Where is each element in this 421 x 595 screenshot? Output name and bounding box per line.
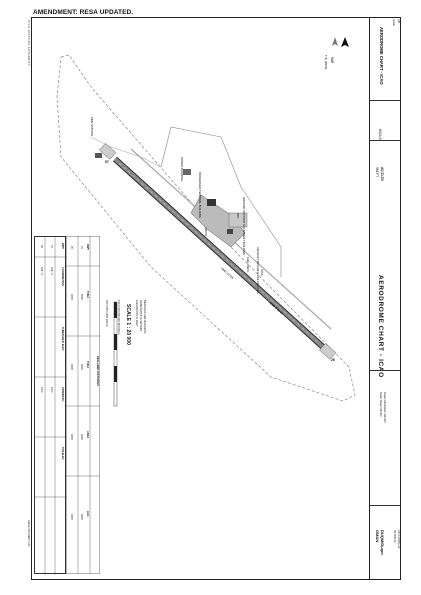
chart-title-center: AERODROME CHART - ICAO — [377, 275, 384, 378]
decl-row-25-asda: 4000 — [70, 434, 73, 440]
rwy-th-thr: THRESHOLD ELEV — [61, 327, 64, 351]
freq-1: Duqm Information 118.300 — [383, 392, 386, 423]
chart-frame — [31, 17, 401, 580]
chart-header: AIP Oman AERODROME CHART - ICAO WGS-84 A… — [369, 17, 401, 580]
aerodrome-name: OMAN — [375, 530, 380, 543]
decl-th-rwy: RWY — [86, 244, 89, 251]
decl-row-07-toda: 4000 — [80, 364, 83, 370]
decl-th-lda: LDA — [86, 511, 89, 517]
decl-th-toda: TODA — [86, 361, 89, 369]
rwy-row-25-coord: 194° N — [40, 267, 43, 275]
rwy-07-end — [99, 143, 117, 160]
scale-block: BEARINGS ARE MAGNETIC DIMENSIONS IN METR… — [100, 300, 170, 420]
header-divider-2 — [369, 140, 401, 141]
chart-title-left: AERODROME CHART - ICAO — [379, 27, 384, 85]
rwy-table: RWY COORDINATES THRESHOLD ELEV STRENGTH … — [34, 236, 67, 575]
decl-row-07-asda: 4000 — [80, 434, 83, 440]
apron-block — [228, 212, 248, 228]
scale-feet: 500 0 500 1000 1500 ft — [105, 300, 108, 327]
atc-label: ATC — [236, 213, 240, 218]
terminal-building — [207, 199, 216, 206]
footer-amdt: AIRAC AIP AMDT 1-22 — [27, 520, 30, 547]
scale-bar — [113, 301, 118, 407]
apron-label: APRON — [204, 227, 208, 236]
decl-th-tora: TORA — [86, 291, 89, 299]
fuel-label: FUEL FARM — [246, 257, 250, 271]
chart-date: 26 FEB 22 — [393, 530, 396, 543]
rwy-th-coord: COORDINATES — [61, 267, 64, 286]
declared-distances-table: DECLARED DISTANCES RWY TORA TODA ASDA LD… — [66, 236, 100, 574]
note-bearings: BEARINGS ARE MAGNETIC — [143, 300, 146, 334]
decl-row-07: 07 — [80, 246, 83, 249]
amendment-note: AMENDMENT: RESA UPDATED. — [33, 9, 134, 16]
aerodrome-map: VAR 1°E (2020) CARGO BUILDING PASSENGER … — [56, 37, 356, 402]
rwy-row-25-str: PCN — [40, 387, 43, 393]
fire-label: FIRE STATION — [90, 117, 94, 136]
aerodrome-code: DUQM/Duqm — [380, 530, 385, 555]
north-arrow-icon — [332, 37, 349, 47]
scale-title: SCALE 1 : 20 000 — [125, 304, 131, 345]
rwy-row-07-str: PCN — [50, 387, 53, 393]
aerodrome-boundary — [56, 54, 356, 402]
rwy-th-strength: STRENGTH — [61, 387, 64, 402]
rescue-label: AIRCRAFT RESCUE & FIRE FIGHTING — [256, 247, 260, 294]
atc-building — [227, 229, 233, 234]
decl-row-25-tora: 4000 — [70, 294, 73, 300]
decl-row-25-lda: 4000 — [70, 514, 73, 520]
decl-row-25: 25 — [70, 246, 73, 249]
rwy-row-25: 25 — [40, 245, 43, 248]
access-road — [160, 126, 282, 277]
freq-2: Duqm Tower 118.300 — [379, 392, 382, 417]
decl-row-07-tora: 4000 — [80, 294, 83, 300]
rwy-row-07: 07 — [50, 245, 53, 248]
note-dimensions: DIMENSIONS IN METRES — [139, 300, 142, 332]
access-road-2 — [90, 136, 162, 168]
rwy-25-number: 25 — [331, 358, 335, 362]
var-value: 1°E (2020) — [324, 55, 328, 69]
rwy-07-number: 07 — [105, 160, 109, 164]
decl-title: DECLARED DISTANCES — [96, 356, 99, 386]
cargo-label: CARGO BUILDING — [180, 157, 184, 181]
aip-label: AIP — [397, 19, 400, 24]
rwy-25-end — [319, 343, 337, 360]
ad-elev-label: AD ELEV — [380, 167, 384, 181]
tank-label: TANK — [260, 269, 264, 276]
state-label: Oman — [392, 19, 395, 27]
header-divider-1 — [369, 100, 401, 101]
ground-support-label: GROUND SUPPORT EQUIPMENT BUILDING — [242, 197, 246, 255]
rwy-th-rwy: RWY — [61, 243, 64, 250]
runway — [112, 156, 326, 350]
decl-row-07-lda: 4000 — [80, 514, 83, 520]
passenger-label: PASSENGER TERMINAL BUILDING — [198, 172, 202, 218]
note-elevations: ELEVATIONS IN FEET — [135, 300, 138, 327]
header-divider-4 — [369, 505, 401, 506]
decl-row-25-toda: 4000 — [70, 364, 73, 370]
ad-elev-value: 381 FT — [375, 167, 379, 178]
footer-authority: CIVIL AVIATION AUTHORITY — [27, 20, 30, 67]
var-label: VAR — [330, 57, 334, 64]
header-divider-3 — [369, 370, 401, 371]
chart-ref: AD 2-OODQ-13 — [397, 530, 400, 549]
rwy-th-tdz: TDZ ELEV — [61, 447, 64, 460]
rwy-row-07-coord: 194° N — [50, 267, 53, 275]
cargo-building — [183, 169, 191, 175]
decl-th-asda: ASDA — [86, 431, 89, 439]
fire-station — [95, 153, 102, 158]
